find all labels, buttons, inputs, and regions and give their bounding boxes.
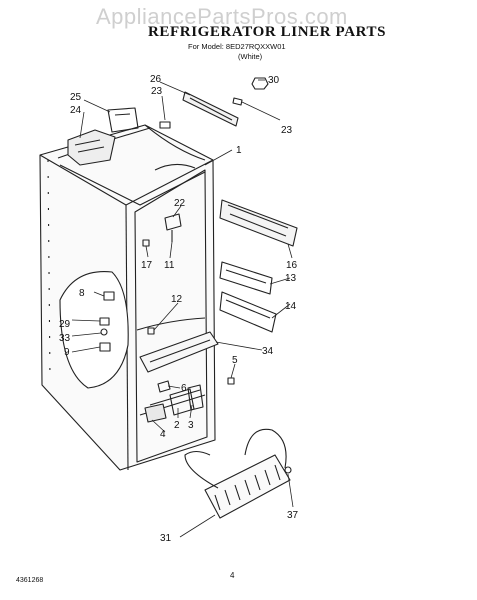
callout-30: 30 bbox=[268, 75, 280, 86]
screw-part-17 bbox=[142, 239, 150, 247]
top-rail-part-26 bbox=[182, 91, 239, 127]
document-number: 4361268 bbox=[16, 577, 44, 584]
callout-2: 2 bbox=[174, 420, 180, 431]
leader-lines bbox=[71, 79, 294, 538]
color-line: (White) bbox=[238, 52, 263, 61]
callout-4: 4 bbox=[160, 429, 166, 440]
callout-13: 13 bbox=[285, 273, 297, 284]
housing-part-24 bbox=[67, 129, 116, 166]
callout-9: 9 bbox=[64, 347, 70, 358]
callout-31: 31 bbox=[160, 533, 172, 544]
callout-14: 14 bbox=[285, 301, 297, 312]
page-number: 4 bbox=[230, 571, 235, 580]
crisper-cover-part-34 bbox=[139, 331, 219, 373]
callout-17: 17 bbox=[141, 260, 153, 271]
callout-25: 25 bbox=[70, 92, 82, 103]
watermark: AppliancePartsPros.com bbox=[96, 4, 348, 29]
callout-23-top: 23 bbox=[151, 86, 163, 97]
clip-part-30 bbox=[251, 77, 269, 90]
callout-3: 3 bbox=[188, 420, 194, 431]
heater-assembly-part-31 bbox=[184, 428, 291, 519]
callout-29: 29 bbox=[59, 319, 71, 330]
callout-23-right: 23 bbox=[281, 125, 293, 136]
callout-22: 22 bbox=[174, 198, 186, 209]
refrigerator-liner bbox=[39, 124, 216, 471]
callout-labels: 26 23 30 25 24 23 1 22 17 11 16 13 8 12 … bbox=[59, 74, 299, 544]
callout-12: 12 bbox=[171, 294, 183, 305]
diagram-title: REFRIGERATOR LINER PARTS bbox=[148, 24, 387, 40]
model-line: For Model: 8ED27RQXXW01 bbox=[188, 42, 286, 51]
callout-34: 34 bbox=[262, 346, 274, 357]
callout-6: 6 bbox=[181, 383, 187, 394]
cover-part-25 bbox=[107, 107, 139, 133]
callout-24: 24 bbox=[70, 105, 82, 116]
callout-1: 1 bbox=[236, 145, 242, 156]
wire-connector-part-37 bbox=[284, 466, 292, 474]
callout-5: 5 bbox=[232, 355, 238, 366]
shelf-rail-part-16 bbox=[219, 199, 298, 247]
lower-hardware-parts bbox=[144, 377, 235, 423]
shelf-rail-part-13 bbox=[219, 261, 273, 295]
callout-26: 26 bbox=[150, 74, 162, 85]
screw-part-23 bbox=[159, 97, 243, 129]
callout-33: 33 bbox=[59, 333, 71, 344]
small-clip-parts bbox=[99, 291, 155, 352]
callout-8: 8 bbox=[79, 288, 85, 299]
callout-11: 11 bbox=[164, 260, 175, 271]
shelf-rail-part-14 bbox=[219, 291, 277, 333]
callout-37: 37 bbox=[287, 510, 299, 521]
callout-16: 16 bbox=[286, 260, 298, 271]
